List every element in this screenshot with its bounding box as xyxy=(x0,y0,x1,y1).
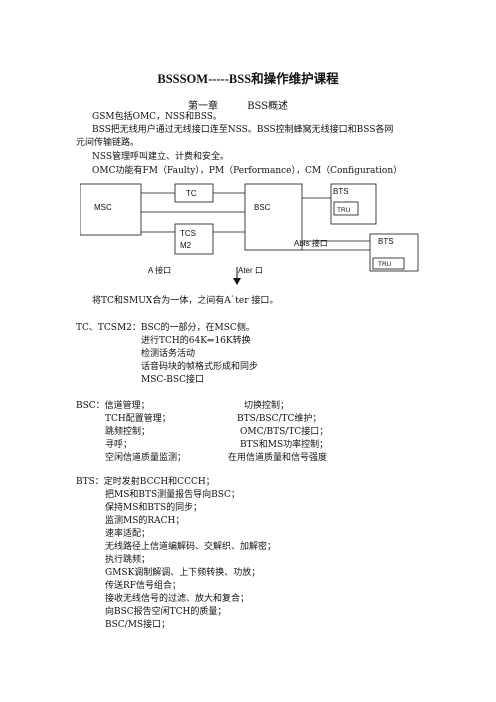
intro-line-3: 元间传输链路。 xyxy=(76,138,140,148)
bts-item: 把MS和BTS测量报告导向BSC； xyxy=(105,490,240,500)
document-title: BSSSOM-----BSS和操作维护课程 xyxy=(157,72,339,86)
intro-line-1: GSM包括OMC，NSS和BSS。 xyxy=(92,112,222,122)
bsc-item-left: TCH配置管理； xyxy=(105,414,171,424)
tc-item: 检测话务活动 xyxy=(141,349,196,359)
bss-architecture-diagram: MSC TC TCS M2 BSC BTS TRU BTS TRU Abis 接… xyxy=(80,183,419,275)
tru1-box xyxy=(333,201,359,216)
tru1-label: TRU xyxy=(337,207,351,214)
bts-item: 无线路径上信道编解码、交解织、加解密； xyxy=(105,542,277,552)
tru2-box xyxy=(372,257,405,270)
bts-item: BSC/MS接口； xyxy=(105,620,171,630)
tcsm2-label-line1: TCS xyxy=(180,229,196,238)
tru2-label: TRU xyxy=(378,261,392,268)
bts-item: 监测MS的RACH； xyxy=(105,516,185,526)
tcsm2-box xyxy=(174,223,214,255)
bts2-label: BTS xyxy=(378,237,394,246)
bsc-item-left: 寻呼； xyxy=(105,440,133,450)
bsc-item-left: 空闲信道质量监测； xyxy=(105,453,187,463)
bts1-box xyxy=(330,183,377,225)
intro-line-4: NSS管理呼叫建立、计费和安全。 xyxy=(92,152,230,162)
bts1-label: BTS xyxy=(333,187,349,196)
chapter-name: BSS概述 xyxy=(247,101,289,112)
down-arrow-icon xyxy=(233,267,241,285)
msc-box xyxy=(80,183,142,236)
tc-label: TC xyxy=(186,189,197,198)
tc-section-head: TC、TCSM2：BSC的一部分，在MSC侧。 xyxy=(76,323,255,333)
bsc-item-right: 在用信道质量和信号强度 xyxy=(228,453,328,463)
a-interface-label: A 接口 xyxy=(148,265,171,275)
intro-line-2: BSS把无线用户通过无线接口连至NSS。BSS控制蜂窝无线接口和BSS各网 xyxy=(92,125,394,135)
tc-item: 话音码块的帧格式形成和同步 xyxy=(141,362,259,372)
bts-section-head: BTS：定时发射BCCH和CCCH； xyxy=(76,477,215,487)
tc-item: MSC-BSC接口 xyxy=(141,375,204,385)
abis-interface-label: Abis 接口 xyxy=(294,238,328,248)
merge-note: 将TC和SMUX合为一体，之间有A`ter 接口。 xyxy=(92,296,279,306)
bts-item: 保持MS和BTS的同步； xyxy=(105,503,203,513)
chapter-number: 第一章 xyxy=(188,101,218,112)
tc-item: 进行TCH的64K⇔16K转换 xyxy=(141,336,251,346)
bsc-item-left: 跳频控制； xyxy=(105,427,151,437)
chapter-heading: 第一章 BSS概述 xyxy=(188,97,288,112)
intro-line-5: OMC功能有FM（Faulty），PM（Performance），CM（Conf… xyxy=(92,166,403,176)
bsc-box xyxy=(244,183,303,251)
bsc-item-right: BTS/BSC/TC维护； xyxy=(237,414,322,424)
ater-interface-label: Ater 口 xyxy=(238,266,263,275)
bsc-item-right: BTS和MS功率控制； xyxy=(240,440,329,450)
bts-item: 向BSC报告空闲TCH的质量； xyxy=(105,607,227,617)
bts-item: 传送RF信号组合； xyxy=(105,581,182,591)
bts-item: 接收无线信号的过滤、放大和复合； xyxy=(105,594,250,604)
bts-item: 速率适配； xyxy=(105,529,151,539)
bts-item: GMSK调制解调、上下频转换、功放； xyxy=(105,568,261,578)
bts-item: 执行跳频； xyxy=(105,555,151,565)
bsc-label: BSC xyxy=(254,203,271,212)
bsc-section-head: BSC：信道管理； xyxy=(76,401,150,411)
bts2-box xyxy=(369,233,419,272)
msc-label: MSC xyxy=(94,203,112,212)
tcsm2-label-line2: M2 xyxy=(180,241,192,250)
bsc-item-right: 切换控制； xyxy=(244,401,290,411)
bsc-item-right: OMC/BTS/TC接口； xyxy=(240,427,329,437)
